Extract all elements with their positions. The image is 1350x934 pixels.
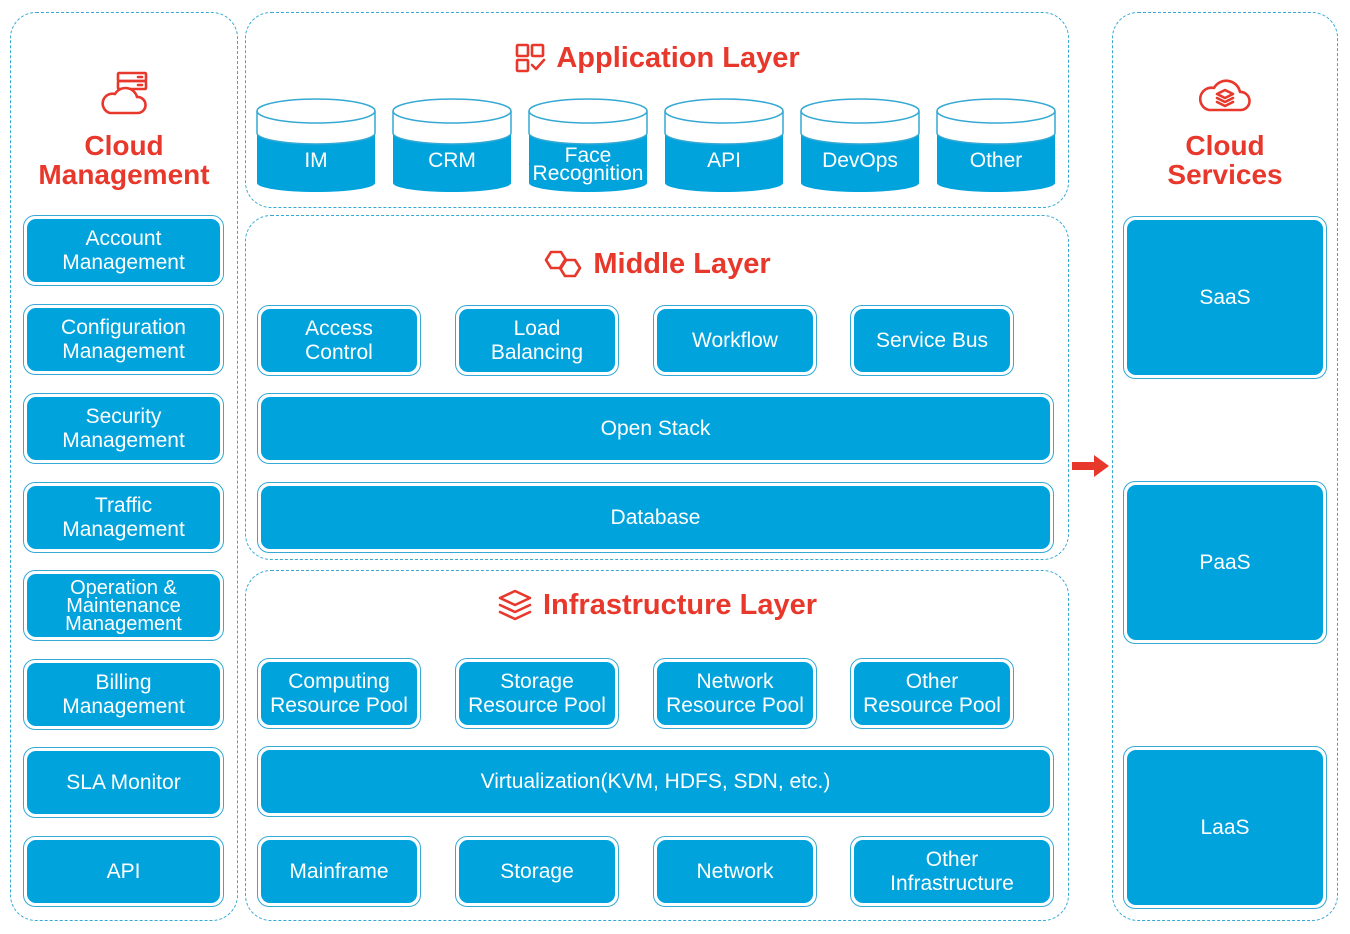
other-resource-pool-box[interactable]: Other Resource Pool	[850, 658, 1014, 729]
operation-maintenance-management-box[interactable]: Operation & Maintenance Management	[23, 570, 224, 641]
cylinder-other[interactable]: Other	[936, 97, 1056, 193]
cloud-layers-icon	[1198, 72, 1251, 119]
middle-layer-title: Middle Layer	[593, 247, 771, 280]
storage-resource-pool-box[interactable]: Storage Resource Pool	[455, 658, 619, 729]
account-management-label: Account Management	[27, 219, 220, 282]
computing-resource-pool-label: Computing Resource Pool	[261, 662, 417, 725]
database-bar[interactable]: Database	[257, 482, 1054, 553]
traffic-management-label: Traffic Management	[27, 486, 220, 549]
security-management-label: Security Management	[27, 397, 220, 460]
configuration-management-box[interactable]: Configuration Management	[23, 304, 224, 375]
infrastructure-layer-heading: Infrastructure Layer	[245, 585, 1069, 625]
network-resource-pool-box[interactable]: Network Resource Pool	[653, 658, 817, 729]
saas-box[interactable]: SaaS	[1123, 216, 1327, 379]
virtualization-bar[interactable]: Virtualization(KVM, HDFS, SDN, etc.)	[257, 746, 1054, 817]
app-grid-check-icon	[516, 43, 546, 73]
account-management-box[interactable]: Account Management	[23, 215, 224, 286]
cylinder-devops-label: DevOps	[822, 149, 898, 172]
cloud-services-panel	[1112, 12, 1338, 921]
storage-box[interactable]: Storage	[455, 836, 619, 907]
load-balancing-box[interactable]: Load Balancing	[455, 305, 619, 376]
other-resource-pool-label: Other Resource Pool	[854, 662, 1010, 725]
workflow-box[interactable]: Workflow	[653, 305, 817, 376]
management-api-label: API	[27, 840, 220, 903]
network-box[interactable]: Network	[653, 836, 817, 907]
paas-box[interactable]: PaaS	[1123, 481, 1327, 644]
laas-box[interactable]: LaaS	[1123, 746, 1327, 909]
saas-label: SaaS	[1127, 220, 1323, 375]
mainframe-box[interactable]: Mainframe	[257, 836, 421, 907]
other-infrastructure-box[interactable]: Other Infrastructure	[850, 836, 1054, 907]
infrastructure-layer-panel	[245, 570, 1069, 921]
access-control-box[interactable]: Access Control	[257, 305, 421, 376]
cylinder-im[interactable]: IM	[256, 97, 376, 193]
workflow-label: Workflow	[657, 309, 813, 372]
paas-label: PaaS	[1127, 485, 1323, 640]
service-bus-box[interactable]: Service Bus	[850, 305, 1014, 376]
configuration-management-label: Configuration Management	[27, 308, 220, 371]
application-layer-title: Application Layer	[556, 41, 800, 74]
red-arrow-right-icon	[1072, 455, 1110, 482]
storage-resource-pool-label: Storage Resource Pool	[459, 662, 615, 725]
cylinder-im-label: IM	[304, 149, 328, 172]
cylinder-face-recognition-label: Face Recognition	[532, 144, 644, 185]
cylinder-api-label: API	[707, 149, 741, 172]
computing-resource-pool-box[interactable]: Computing Resource Pool	[257, 658, 421, 729]
storage-label: Storage	[459, 840, 615, 903]
layers-stack-icon	[498, 589, 532, 621]
mainframe-label: Mainframe	[261, 840, 417, 903]
cylinder-face-recognition[interactable]: Face Recognition	[528, 97, 648, 193]
security-management-box[interactable]: Security Management	[23, 393, 224, 464]
network-resource-pool-label: Network Resource Pool	[657, 662, 813, 725]
sla-monitor-label: SLA Monitor	[27, 751, 220, 814]
cylinder-devops[interactable]: DevOps	[800, 97, 920, 193]
open-stack-label: Open Stack	[261, 397, 1050, 460]
cylinder-api[interactable]: API	[664, 97, 784, 193]
laas-label: LaaS	[1127, 750, 1323, 905]
middle-layer-heading: Middle Layer	[245, 244, 1069, 284]
cylinder-crm[interactable]: CRM	[392, 97, 512, 193]
network-label: Network	[657, 840, 813, 903]
billing-management-box[interactable]: Billing Management	[23, 659, 224, 730]
load-balancing-label: Load Balancing	[459, 309, 615, 372]
operation-maintenance-management-label: Operation & Maintenance Management	[27, 574, 220, 637]
billing-management-label: Billing Management	[27, 663, 220, 726]
cloud-services-title: Cloud Services	[1167, 130, 1283, 190]
server-cloud-icon	[98, 70, 150, 121]
access-control-label: Access Control	[261, 309, 417, 372]
cylinder-crm-label: CRM	[428, 149, 476, 172]
infrastructure-layer-title: Infrastructure Layer	[543, 588, 817, 621]
database-label: Database	[261, 486, 1050, 549]
application-layer-heading: Application Layer	[245, 38, 1069, 78]
virtualization-label: Virtualization(KVM, HDFS, SDN, etc.)	[261, 750, 1050, 813]
linked-hexagons-icon	[545, 250, 582, 278]
application-layer-panel	[245, 12, 1069, 208]
cylinder-other-label: Other	[969, 149, 1023, 172]
traffic-management-box[interactable]: Traffic Management	[23, 482, 224, 553]
sla-monitor-box[interactable]: SLA Monitor	[23, 747, 224, 818]
service-bus-label: Service Bus	[854, 309, 1010, 372]
cloud-management-title: Cloud Management	[38, 130, 210, 190]
management-api-box[interactable]: API	[23, 836, 224, 907]
other-infrastructure-label: Other Infrastructure	[854, 840, 1050, 903]
open-stack-bar[interactable]: Open Stack	[257, 393, 1054, 464]
middle-layer-panel	[245, 215, 1069, 560]
cloud-management-panel	[10, 12, 238, 921]
